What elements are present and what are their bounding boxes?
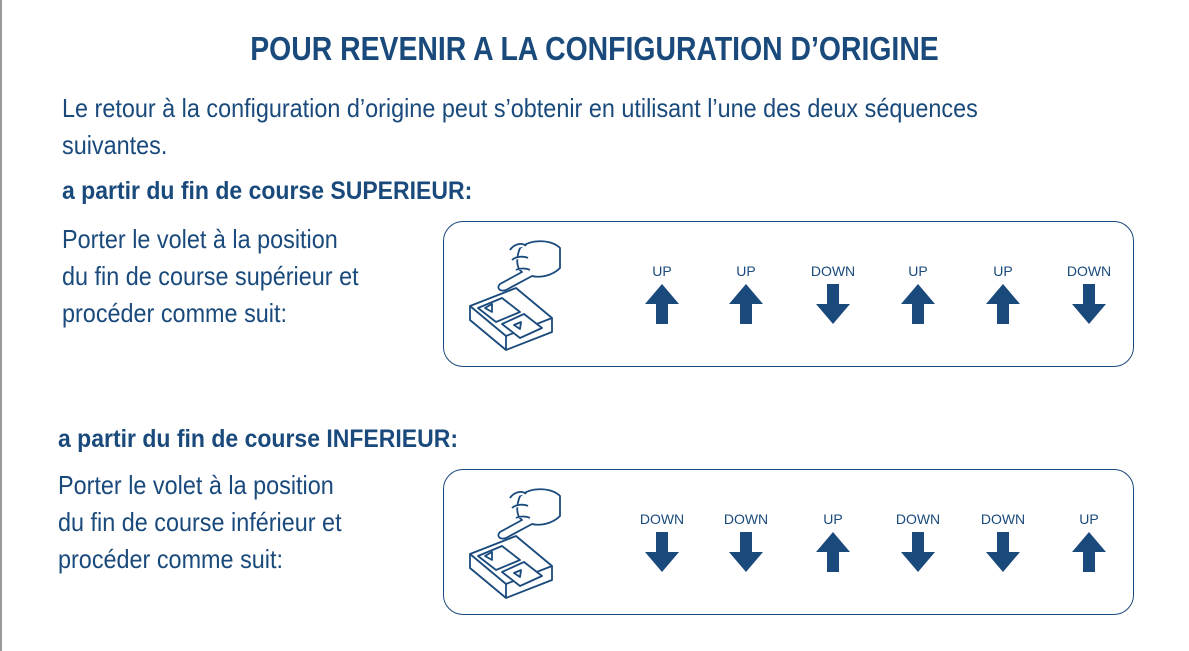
hand-pressing-remote-icon <box>469 488 561 599</box>
arrow-up-icon <box>1072 532 1106 572</box>
step-label: DOWN <box>810 263 856 279</box>
sequence-step: UP <box>883 262 953 324</box>
sequence-step: DOWN <box>798 262 868 324</box>
sequence-panel-inferieur: DOWN DOWN UP DOWN DOWN UP <box>443 469 1134 615</box>
arrow-down-icon <box>901 532 935 572</box>
arrow-down-icon <box>645 532 679 572</box>
sequence-step: UP <box>1054 510 1124 572</box>
sequence-step: DOWN <box>968 510 1038 572</box>
page-title: POUR REVENIR A LA CONFIGURATION D’ORIGIN… <box>250 30 939 67</box>
sequence-step: DOWN <box>627 510 697 572</box>
sequence-panel-superieur: UP UP DOWN UP UP DOWN <box>443 221 1134 367</box>
step-label: UP <box>1079 511 1099 527</box>
step-label: UP <box>908 263 928 279</box>
arrow-up-icon <box>901 284 935 324</box>
step-label: DOWN <box>1066 263 1112 279</box>
instruction-line: du fin de course inférieur et <box>58 507 342 537</box>
arrow-up-icon <box>645 284 679 324</box>
instruction-line: du fin de course supérieur et <box>62 261 359 291</box>
step-label: DOWN <box>980 511 1026 527</box>
arrow-down-icon <box>729 532 763 572</box>
step-label: DOWN <box>723 511 769 527</box>
sequence-step: DOWN <box>711 510 781 572</box>
page-left-border <box>0 0 2 651</box>
step-label: UP <box>993 263 1013 279</box>
instructions-superieur: Porter le volet à la position du fin de … <box>62 221 359 332</box>
sequence-step: UP <box>627 262 697 324</box>
sequence-step: UP <box>711 262 781 324</box>
hand-pressing-remote-icon <box>469 240 561 351</box>
sequence-step: UP <box>798 510 868 572</box>
intro-paragraph: Le retour à la configuration d’origine p… <box>62 93 978 160</box>
step-label: DOWN <box>895 511 941 527</box>
arrow-down-icon <box>1072 284 1106 324</box>
step-label: UP <box>823 511 843 527</box>
sequence-step: DOWN <box>883 510 953 572</box>
step-label: UP <box>736 263 756 279</box>
sequence-step: UP <box>968 262 1038 324</box>
instruction-line: procéder comme suit: <box>58 544 283 574</box>
sequence-step: DOWN <box>1054 262 1124 324</box>
instruction-line: Porter le volet à la position <box>58 470 334 500</box>
arrow-up-icon <box>729 284 763 324</box>
step-label: UP <box>652 263 672 279</box>
section-heading-inferieur: a partir du fin de course INFERIEUR: <box>58 425 458 453</box>
arrow-up-icon <box>816 532 850 572</box>
instructions-inferieur: Porter le volet à la position du fin de … <box>58 467 342 578</box>
arrow-down-icon <box>986 532 1020 572</box>
arrow-down-icon <box>816 284 850 324</box>
step-label: DOWN <box>639 511 685 527</box>
instruction-line: Porter le volet à la position <box>62 224 338 254</box>
section-heading-superieur: a partir du fin de course SUPERIEUR: <box>62 177 473 205</box>
arrow-up-icon <box>986 284 1020 324</box>
instruction-line: procéder comme suit: <box>62 298 287 328</box>
